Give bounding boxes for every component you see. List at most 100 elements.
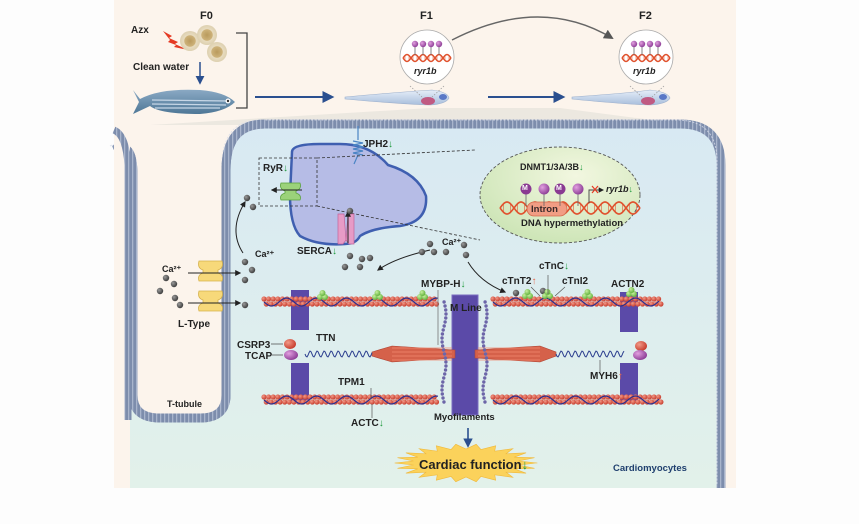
m-line-bar xyxy=(451,294,479,416)
actin-bead xyxy=(570,301,577,307)
actin-bead xyxy=(261,296,267,302)
l-type-label: L-Type xyxy=(178,319,211,330)
actin-bead xyxy=(289,296,295,302)
mybph-bead xyxy=(441,380,445,384)
myosin-thick-filament-right xyxy=(474,345,557,363)
z-disc-left-top xyxy=(291,290,309,330)
actin-bead xyxy=(406,399,412,405)
actin-bead xyxy=(531,394,538,400)
mybph-bead xyxy=(483,300,487,304)
actin-bead xyxy=(635,301,641,307)
methyl-group-icon xyxy=(654,40,662,48)
tpm1-label: TPM1 xyxy=(338,377,365,388)
actin-bead xyxy=(309,399,315,405)
actin-bead xyxy=(362,394,368,400)
actin-bead xyxy=(261,394,267,400)
actin-bead xyxy=(369,399,375,405)
calcium-ion xyxy=(356,263,364,271)
actin-bead xyxy=(401,301,407,307)
actin-bead xyxy=(266,296,272,302)
calcium-ion xyxy=(243,194,251,202)
actin-bead xyxy=(429,399,435,405)
mybph-bead xyxy=(481,340,485,344)
l-type-channel-icon xyxy=(198,260,223,312)
f1-larva-icon xyxy=(344,89,450,106)
mybph-bead xyxy=(440,384,444,388)
actin-bead xyxy=(335,394,341,400)
t-tubule-label: T-tubule xyxy=(167,399,202,409)
calcium-ion xyxy=(442,248,450,256)
calcium-ion xyxy=(341,263,349,271)
actin-bead xyxy=(635,399,641,405)
actin-bead xyxy=(538,301,544,307)
generation-f2-label: F2 xyxy=(639,10,652,22)
f0-bracket xyxy=(236,32,248,109)
mybph-bead xyxy=(481,392,486,396)
calcium-ion xyxy=(156,287,164,295)
dnmt-label: DNMT1/3A/3B↓ xyxy=(520,162,584,172)
actin-bead xyxy=(314,301,320,307)
actin-bead xyxy=(495,394,501,400)
mybph-bead xyxy=(440,392,445,396)
generation-f0-label: F0 xyxy=(200,10,213,22)
actin-bead xyxy=(518,296,524,302)
calcium-ion xyxy=(462,251,470,259)
up-arrow-icon: ↑ xyxy=(617,371,623,382)
calcium-ion xyxy=(366,254,374,262)
csrp3-protein-icon xyxy=(284,339,296,349)
mybph-bead xyxy=(481,384,485,388)
actin-bead xyxy=(390,394,396,400)
methyl-group-icon xyxy=(411,40,419,48)
dna-hypermethylation-label: DNA hypermethylation xyxy=(521,218,624,229)
methyl-group-icon xyxy=(630,40,638,48)
mybph-bead xyxy=(485,312,489,316)
actin-bead xyxy=(374,399,380,405)
actin-bead xyxy=(417,394,423,400)
z-disc-right-bottom xyxy=(620,363,638,403)
actin-bead xyxy=(559,296,565,302)
down-arrow-icon: ↓ xyxy=(378,418,384,429)
troponin-icon xyxy=(544,289,551,295)
titin-spring xyxy=(555,350,625,358)
mybph-bead xyxy=(484,372,488,376)
mybph-bead xyxy=(483,352,488,356)
actin-bead xyxy=(413,394,419,400)
calcium-ion xyxy=(241,258,249,266)
mybph-bead xyxy=(482,396,486,400)
actin-bead xyxy=(490,394,496,400)
actin-bead xyxy=(598,301,604,307)
calcium-ion xyxy=(248,266,256,274)
actin-bead xyxy=(499,394,505,400)
actin-bead xyxy=(591,296,597,302)
titin-spring xyxy=(304,350,373,358)
methyl-group-icon xyxy=(427,40,435,48)
adult-zebrafish-icon xyxy=(133,89,235,114)
actin-bead xyxy=(286,301,292,307)
tropomyosin-strand xyxy=(263,297,439,307)
actin-bead xyxy=(547,301,554,307)
actin-bead xyxy=(603,399,609,405)
actin-bead xyxy=(607,301,613,307)
ctnc-label: cTnC↓ xyxy=(539,261,569,272)
methyl-group-icon xyxy=(572,183,584,195)
myofilaments-label: Myofilaments xyxy=(434,412,495,423)
f2-gene-label: ryr1b xyxy=(633,66,656,76)
actin-bead xyxy=(385,394,391,400)
actin-bead xyxy=(570,399,577,405)
down-arrow-icon: ↓ xyxy=(332,246,338,257)
mybph-bead xyxy=(442,376,446,380)
serca-label: SERCA↓ xyxy=(297,246,338,257)
actin-bead xyxy=(422,394,428,400)
actin-bead xyxy=(289,394,295,400)
calcium-ion xyxy=(418,248,426,256)
actin-bead xyxy=(559,394,565,400)
actin-bead xyxy=(270,394,276,400)
ca-label-extracellular: Ca²⁺ xyxy=(162,264,182,274)
jph2-spring-icon xyxy=(352,126,364,165)
actin-bead xyxy=(614,394,620,400)
mybph-bead xyxy=(483,324,487,328)
actin-bead xyxy=(495,296,501,302)
actin-bead xyxy=(335,296,341,302)
actin-bead xyxy=(374,301,380,307)
cicr-arrow xyxy=(235,200,246,254)
